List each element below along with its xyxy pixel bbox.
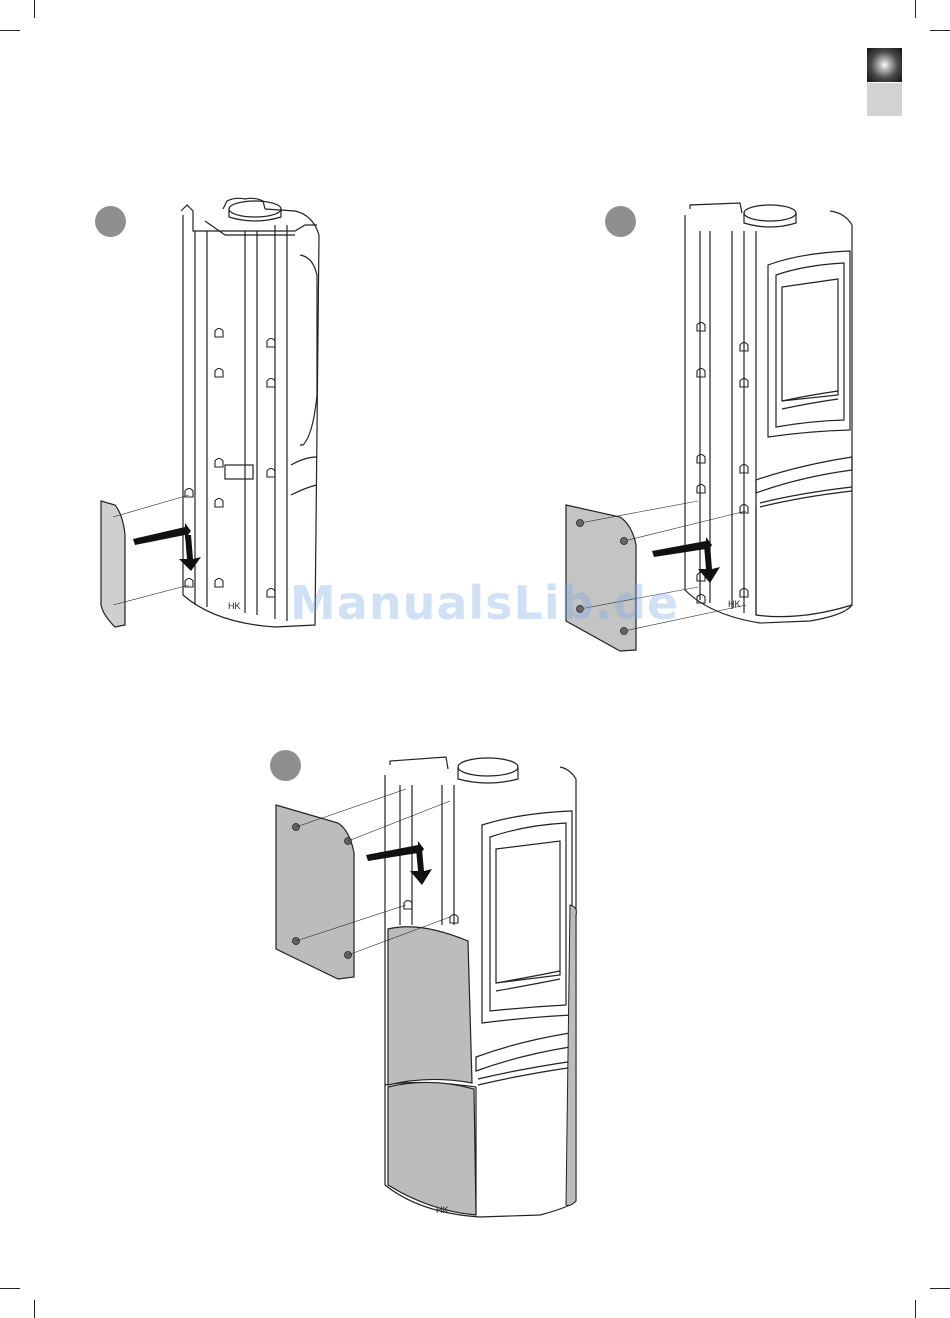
logo-mark: HK <box>436 1205 449 1215</box>
figure-step-1: HK <box>95 195 335 635</box>
logo-mark: HK <box>228 601 241 611</box>
watermark: ManualsLib.de <box>290 576 670 630</box>
crop-mark <box>930 1288 950 1289</box>
section-tab-inactive <box>867 83 902 116</box>
figure-step-3: HK <box>270 745 590 1225</box>
crop-mark <box>930 30 950 31</box>
section-tab-active <box>867 48 902 82</box>
crop-mark <box>915 0 916 18</box>
crop-mark <box>915 1300 916 1318</box>
crop-mark <box>0 30 20 31</box>
crop-mark <box>34 1300 35 1318</box>
logo-mark: HK <box>728 599 741 609</box>
crop-mark <box>34 0 35 18</box>
crop-mark <box>0 1288 20 1289</box>
